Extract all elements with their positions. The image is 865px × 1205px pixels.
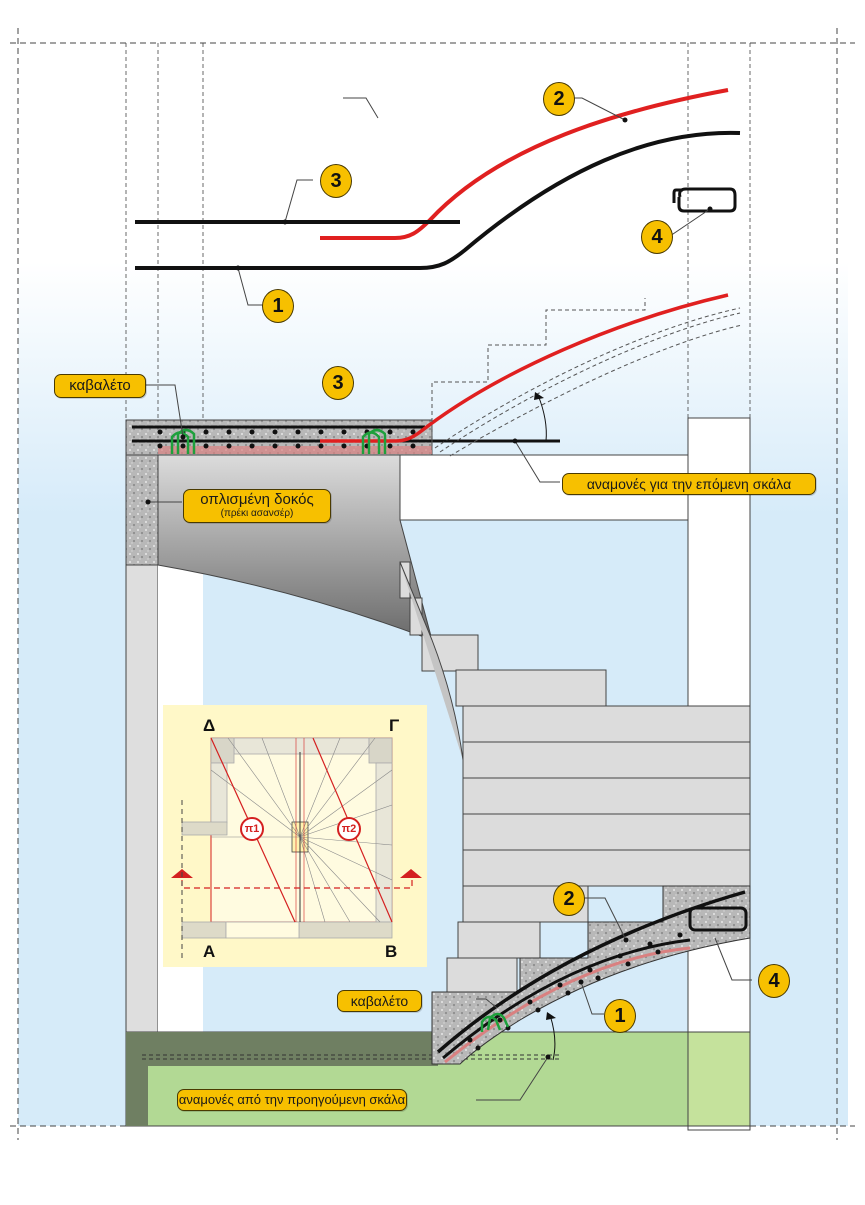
plan-corner-delta: Δ xyxy=(203,716,216,735)
badge-3-mid: 3 xyxy=(322,366,354,400)
leader-kavaleto-top xyxy=(145,384,184,438)
label-prev-stair: αναμονές από την προηγούμενη σκάλα xyxy=(177,1089,407,1111)
badge-1-bottom: 1 xyxy=(604,999,636,1033)
leader-kavaleto-bottom xyxy=(476,998,498,1009)
leader-prev-stair xyxy=(476,1056,549,1101)
leader-2-bottom xyxy=(584,897,627,941)
leader-2 xyxy=(343,97,379,119)
leader-1 xyxy=(237,267,264,306)
label-kavaleto-top: καβαλέτο xyxy=(54,374,146,398)
rebar-2-top xyxy=(320,88,729,240)
red-cover-layer xyxy=(158,446,432,454)
plan-corner-gamma: Γ xyxy=(389,716,400,735)
label-beam-sub: (πρέκι ασανσέρ) xyxy=(220,508,294,519)
badge-2-top: 2 xyxy=(543,82,575,116)
rebar-1-slab xyxy=(442,938,691,1060)
plan-corner-alpha: Α xyxy=(203,942,216,961)
stair-stringer-curve xyxy=(399,561,464,761)
stirrup-4-top xyxy=(672,187,737,213)
green-stirrups-bottom xyxy=(480,1012,510,1032)
plan-corner-beta: Β xyxy=(385,942,398,961)
badge-4-bottom: 4 xyxy=(758,964,790,998)
badge-1-top: 1 xyxy=(262,289,294,323)
slab-rebar-dots xyxy=(467,932,683,1051)
green-stirrups-top xyxy=(170,428,387,454)
label-reinforced-beam: οπλισμένη δοκός (πρέκι ασανσέρ) xyxy=(183,489,331,523)
cut-arrow-right xyxy=(400,869,422,878)
leader-3 xyxy=(284,179,313,223)
badge-2-bottom: 2 xyxy=(553,882,585,916)
label-kavaleto-bottom: καβαλέτο xyxy=(337,990,422,1012)
leader-next-stair xyxy=(514,440,560,483)
rebar-1-top xyxy=(135,130,741,270)
label-beam-main: οπλισμένη δοκός xyxy=(200,491,314,508)
next-stair-dashes xyxy=(431,298,743,457)
plan-section-p1: π1 xyxy=(240,817,264,841)
beam-rebar-red xyxy=(320,293,729,443)
left-wall xyxy=(125,564,159,1036)
leader-4-bottom xyxy=(714,937,752,981)
ground-dark-left xyxy=(126,1032,148,1126)
leader-1-bottom xyxy=(580,981,604,1015)
stirrup-4-slab xyxy=(688,906,748,932)
plan-section-p2: π2 xyxy=(337,817,361,841)
label-next-stair: αναμονές για την επόμενη σκάλα xyxy=(562,473,816,495)
badge-3-top: 3 xyxy=(320,164,352,198)
badge-4-top: 4 xyxy=(641,220,673,254)
beam-left-leg xyxy=(125,454,159,566)
ground-dark-top xyxy=(148,1032,438,1066)
